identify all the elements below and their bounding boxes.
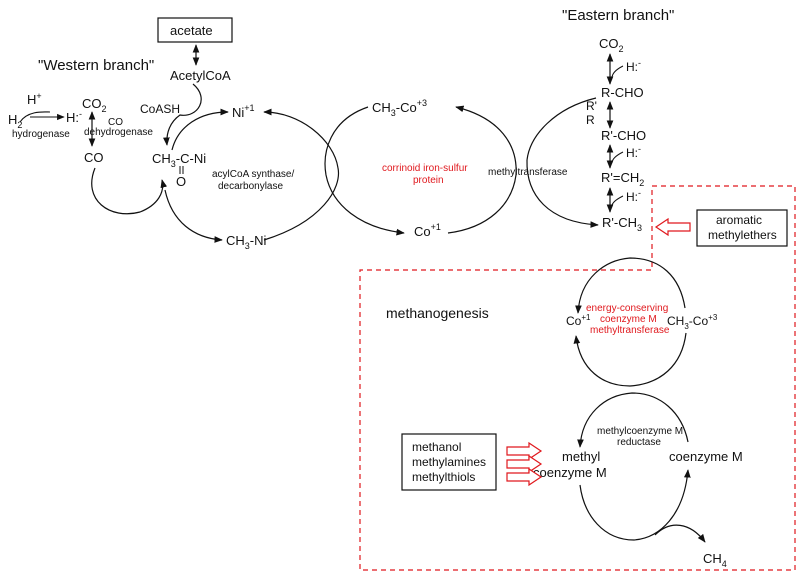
substrate-hollow-arrow-3 — [506, 467, 543, 487]
coash-label: CoASH — [140, 102, 180, 116]
east-co2-label: CO2 — [599, 36, 624, 54]
protein-label-2: protein — [413, 175, 444, 186]
east-h2-label: H:- — [626, 144, 641, 160]
aromatic-label-1: aromatic — [716, 213, 762, 227]
meth-ch3co-label: CH3-Co+3 — [667, 313, 718, 331]
hminus-west-label: H:- — [66, 109, 82, 125]
hydrogenase-arrow — [19, 111, 51, 123]
acetylcoa-label: AcetylCoA — [170, 68, 231, 83]
acetate-label: acetate — [170, 23, 213, 38]
co2-west-label: CO2 — [82, 96, 107, 114]
center-ch3co-label: CH3-Co+3 — [372, 98, 427, 118]
aromatic-label-2: methylethers — [708, 228, 777, 242]
coenzyme-m-label: coenzyme M — [669, 449, 743, 464]
aromatic-hollow-arrow — [654, 217, 691, 237]
ch3ni-label: CH3-Ni — [226, 233, 267, 251]
acyl-oxygen-label: O — [176, 174, 186, 189]
ch4-label: CH4 — [703, 551, 727, 569]
co-dh-label-1: CO — [108, 117, 123, 128]
substrate-methylthiols: methylthiols — [412, 470, 475, 484]
protein-label-1: corrinoid iron-sulfur — [382, 163, 468, 174]
east-h3-curve — [611, 195, 624, 207]
western-branch-title: "Western branch" — [38, 57, 154, 74]
methyl-cm-label-2: coenzyme M — [533, 465, 607, 480]
acyl-cycle-lower-arc — [164, 189, 223, 243]
substrate-hollow-arrow-1 — [506, 441, 543, 461]
aromatic-box — [696, 209, 788, 247]
center-co1-label: Co+1 — [414, 222, 441, 239]
east-h3-label: H:- — [626, 188, 641, 204]
east-rpcho-label: R'-CHO — [601, 128, 646, 143]
ec-label-2: coenzyme M — [600, 314, 657, 325]
ch4-release-arrow — [654, 524, 706, 543]
ni1-label: Ni+1 — [232, 103, 255, 120]
acetate-box — [157, 17, 233, 43]
co-dh-label-2: dehydrogenase — [84, 127, 153, 138]
ec-label-3: methyltransferase — [590, 325, 670, 336]
center-cycle-left-arc — [324, 106, 405, 236]
east-h1-curve — [611, 65, 624, 79]
reductase-label-2: reductase — [617, 437, 661, 448]
east-rpch3-label: R'-CH3 — [602, 215, 642, 233]
substrate-hollow-arrow-2 — [506, 454, 543, 474]
eastern-branch-title: "Eastern branch" — [562, 7, 674, 24]
co-to-acyl-arrow — [91, 167, 168, 215]
east-rprime-label: R' — [586, 99, 597, 113]
east-r-label: R — [586, 113, 595, 127]
substrates-box — [401, 433, 497, 491]
synthase-label-2: decarbonylase — [218, 181, 283, 192]
east-rpch2-label: R'=CH2 — [601, 170, 644, 188]
east-h1-label: H:- — [626, 58, 641, 74]
co-west-label: CO — [84, 150, 104, 165]
reductase-label-1: methylcoenzyme M — [597, 426, 683, 437]
east-rcho-label: R-CHO — [601, 85, 644, 100]
acyl-cycle-right-arc — [263, 108, 340, 241]
methanogenesis-title: methanogenesis — [386, 305, 489, 321]
east-h2-curve — [611, 151, 624, 164]
center-cycle-right-arc — [447, 105, 517, 234]
east-cycle-top-arc — [526, 97, 597, 161]
substrate-methanol: methanol — [412, 440, 461, 454]
east-cycle-bottom-arc — [526, 159, 599, 228]
acyl-ni-label: CH3-C-Ni — [152, 151, 206, 169]
coash-curve-arrow — [163, 83, 202, 146]
substrate-methylamines: methylamines — [412, 455, 486, 469]
ec-cycle-top-arc — [575, 257, 686, 314]
synthase-label-1: acylCoA synthase/ — [212, 169, 294, 180]
reductase-cycle-top-arc — [577, 392, 689, 448]
hydrogenase-label: hydrogenase — [12, 129, 70, 140]
h2-label: H2 — [8, 112, 22, 130]
acyl-cycle-upper-arc — [171, 108, 229, 151]
hplus-label: H+ — [27, 91, 42, 107]
reductase-cycle-bottom-arc — [579, 469, 691, 541]
ec-label-1: energy-conserving — [586, 303, 668, 314]
ec-cycle-bottom-arc — [573, 332, 687, 387]
meth-co1-label: Co+1 — [566, 313, 591, 328]
methyl-cm-label-1: methyl — [562, 449, 600, 464]
